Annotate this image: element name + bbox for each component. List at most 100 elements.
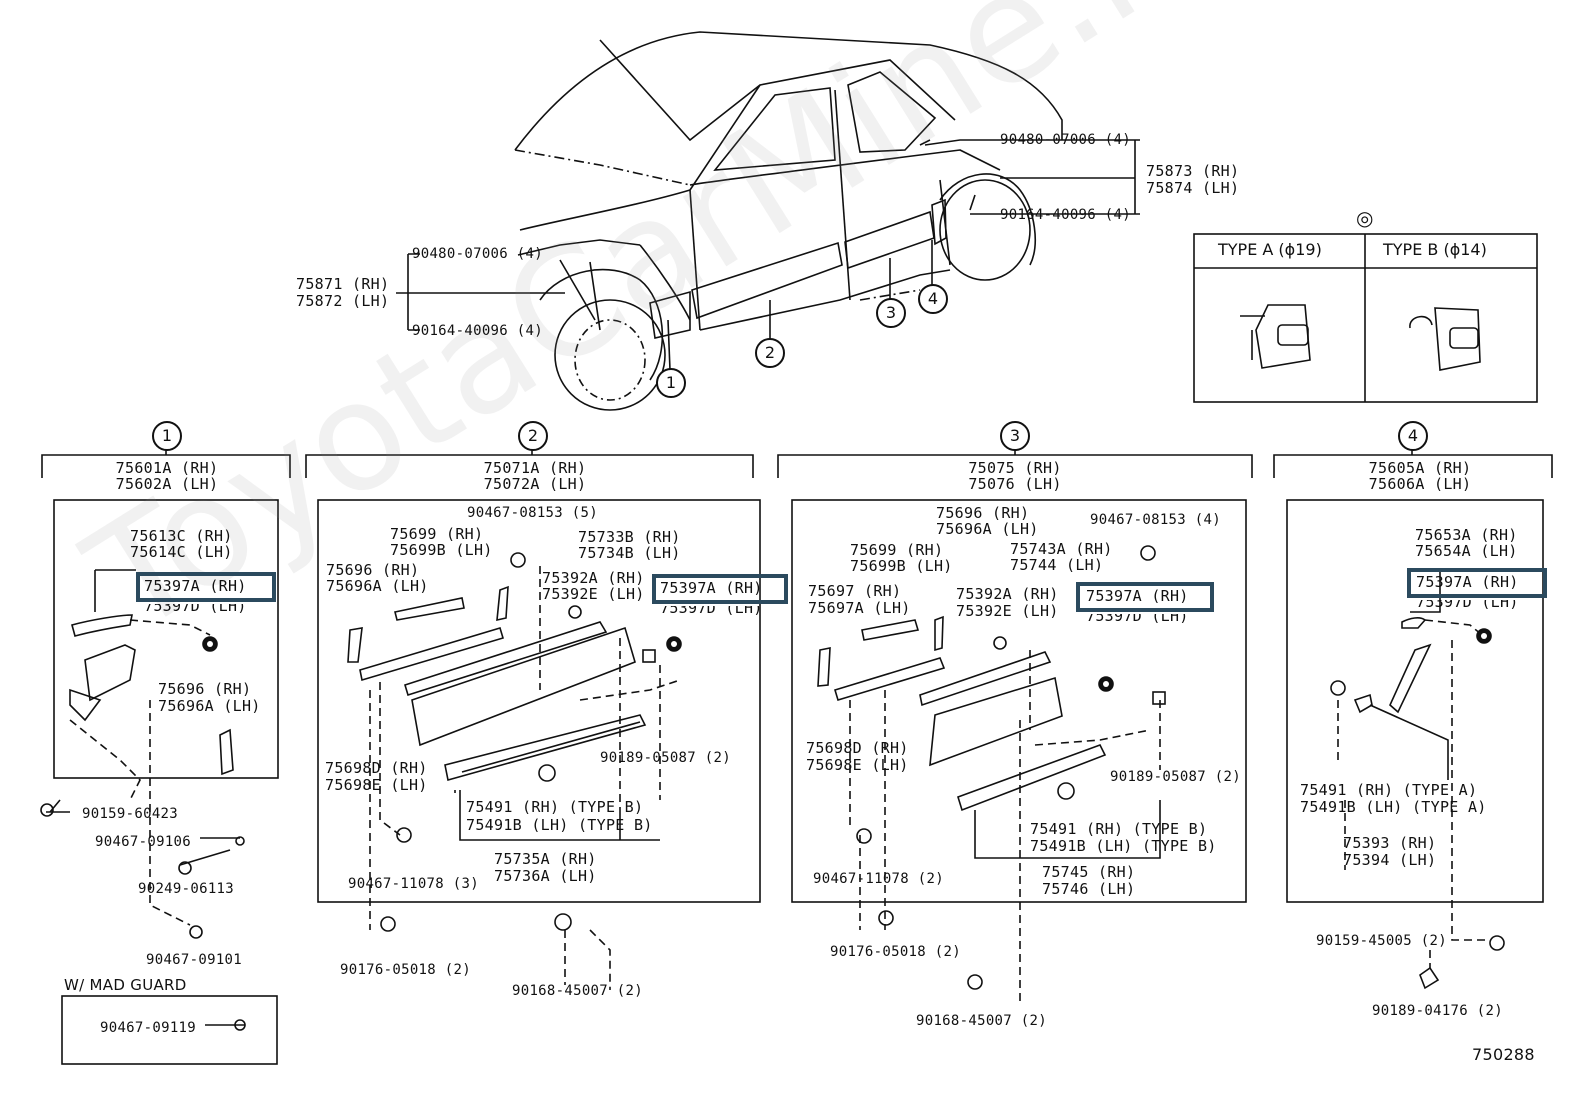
section1-clip-rh: 75397A (RH) bbox=[144, 577, 247, 595]
section1-highlight-box bbox=[136, 572, 276, 602]
section1-clip2: 90467-09101 bbox=[146, 952, 243, 968]
section1-panel bbox=[53, 499, 279, 779]
section3-clip-90189: 90189-05087 (2) bbox=[1110, 769, 1241, 785]
clip-marker-icon: ◎ bbox=[1356, 206, 1374, 230]
section4-clip-rh: 75397A (RH) bbox=[1416, 573, 1519, 591]
section3-75745-rh: 75745 (RH) bbox=[1042, 863, 1136, 881]
mad-guard-title: W/ MAD GUARD bbox=[64, 976, 187, 994]
section4-assembly-rh: 75605A (RH) bbox=[1368, 459, 1472, 477]
section2-75696-rh: 75696 (RH) bbox=[326, 561, 420, 579]
section-brackets bbox=[41, 445, 1553, 478]
section3-panel bbox=[791, 499, 1247, 903]
section2-75491-lh: 75491B (LH) (TYPE B) bbox=[466, 816, 653, 834]
section3-assembly-rh: 75075 (RH) bbox=[968, 459, 1062, 477]
section1-pad-rh: 75696 (RH) bbox=[158, 680, 252, 698]
section3-highlight-box bbox=[1076, 582, 1214, 612]
section3-screw-right: 90168-45007 (2) bbox=[916, 1013, 1047, 1029]
section1-screw1: 90249-06113 bbox=[138, 881, 235, 897]
section3-75699-lh: 75699B (LH) bbox=[850, 557, 953, 575]
section2-screw-left: 90176-05018 (2) bbox=[340, 962, 471, 978]
section2-screw-right: 90168-45007 (2) bbox=[512, 983, 643, 999]
section1-pad-lh: 75696A (LH) bbox=[158, 697, 261, 715]
section2-75735-rh: 75735A (RH) bbox=[494, 850, 597, 868]
section2-highlight-box bbox=[652, 574, 788, 604]
front-arch-part-lh: 75872 (LH) bbox=[296, 292, 390, 310]
section2-parts bbox=[347, 552, 682, 990]
section4-75491-rh: 75491 (RH) (TYPE A) bbox=[1300, 781, 1478, 799]
mad-guard-panel bbox=[61, 995, 278, 1065]
section3-75392-rh: 75392A (RH) bbox=[956, 585, 1059, 603]
clip-type-table bbox=[1193, 233, 1538, 403]
section4-screw1: 90159-45005 (2) bbox=[1316, 933, 1447, 949]
section4-callout: 4 bbox=[1398, 421, 1428, 451]
section3-clip-top: 90467-08153 (4) bbox=[1090, 512, 1221, 528]
section4-highlight-box bbox=[1407, 568, 1547, 598]
type-b-header: TYPE B (ϕ14) bbox=[1383, 240, 1487, 259]
section4-moulding-lh: 75654A (LH) bbox=[1415, 542, 1518, 560]
section2-75735-lh: 75736A (LH) bbox=[494, 867, 597, 885]
overview-callout-1: 1 bbox=[656, 368, 686, 398]
section1-clip-lh: 75397D (LH) bbox=[144, 597, 247, 615]
front-arch-part-rh: 75871 (RH) bbox=[296, 275, 390, 293]
rear-arch-part-rh: 75873 (RH) bbox=[1146, 162, 1240, 180]
front-arch-clip-label: 90480-07006 (4) bbox=[412, 246, 543, 262]
front-arch-screw-label: 90164-40096 (4) bbox=[412, 323, 543, 339]
overview-callout-3: 3 bbox=[876, 298, 906, 328]
section2-clip-bottom: 90467-11078 (3) bbox=[348, 876, 479, 892]
section2-clip-top: 90467-08153 (5) bbox=[467, 505, 598, 521]
section4-panel bbox=[1286, 499, 1544, 903]
section4-assembly-lh: 75606A (LH) bbox=[1368, 475, 1472, 493]
section3-clip-bottom: 90467-11078 (2) bbox=[813, 871, 944, 887]
section2-panel bbox=[317, 499, 761, 903]
section1-assembly-rh: 75601A (RH) bbox=[115, 459, 219, 477]
overview-callout-4: 4 bbox=[918, 284, 948, 314]
section3-screw-left: 90176-05018 (2) bbox=[830, 944, 961, 960]
section2-75699-lh: 75699B (LH) bbox=[390, 541, 493, 559]
section3-75697-lh: 75697A (LH) bbox=[808, 599, 911, 617]
section2-75699-rh: 75699 (RH) bbox=[390, 525, 484, 543]
rear-arch-screw-label: 90164-40096 (4) bbox=[1000, 207, 1131, 223]
section3-75696-rh: 75696 (RH) bbox=[936, 504, 1030, 522]
section1-bolt1: 90159-60423 bbox=[82, 806, 179, 822]
section4-75393-rh: 75393 (RH) bbox=[1343, 834, 1437, 852]
figure-number: 750288 bbox=[1472, 1045, 1535, 1064]
section3-75491-rh: 75491 (RH) (TYPE B) bbox=[1030, 820, 1208, 838]
section2-assembly-rh: 75071A (RH) bbox=[483, 459, 587, 477]
section4-clip-lh: 75397D (LH) bbox=[1416, 593, 1519, 611]
section2-clip-90189: 90189-05087 (2) bbox=[600, 750, 731, 766]
section2-clip-rh: 75397A (RH) bbox=[660, 579, 763, 597]
section4-parts bbox=[1330, 570, 1505, 990]
section2-75698-rh: 75698D (RH) bbox=[325, 759, 428, 777]
overview-callout-2: 2 bbox=[755, 338, 785, 368]
overview-leaders bbox=[396, 139, 1140, 331]
section2-callout: 2 bbox=[518, 421, 548, 451]
mad-guard-part: 90467-09119 bbox=[100, 1020, 197, 1036]
type-a-header: TYPE A (ϕ19) bbox=[1218, 240, 1322, 259]
section1-moulding-lh: 75614C (LH) bbox=[130, 543, 233, 561]
section1-assembly-lh: 75602A (LH) bbox=[115, 475, 219, 493]
section1-clip1: 90467-09106 bbox=[95, 834, 192, 850]
rear-arch-clip-label: 90480-07006 (4) bbox=[1000, 132, 1131, 148]
section4-75491-lh: 75491B (LH) (TYPE A) bbox=[1300, 798, 1487, 816]
section2-75392-lh: 75392E (LH) bbox=[542, 585, 645, 603]
section3-parts bbox=[817, 545, 1166, 1005]
section3-clip-lh: 75397D (LH) bbox=[1086, 607, 1189, 625]
section2-75698-lh: 75698E (LH) bbox=[325, 776, 428, 794]
car-illustration bbox=[514, 31, 1063, 411]
section2-assembly-lh: 75072A (LH) bbox=[483, 475, 587, 493]
section3-75745-lh: 75746 (LH) bbox=[1042, 880, 1136, 898]
section3-75697-rh: 75697 (RH) bbox=[808, 582, 902, 600]
section1-callout: 1 bbox=[152, 421, 182, 451]
section3-75491-lh: 75491B (LH) (TYPE B) bbox=[1030, 837, 1217, 855]
section4-moulding-rh: 75653A (RH) bbox=[1415, 526, 1518, 544]
section2-75491-rh: 75491 (RH) (TYPE B) bbox=[466, 798, 644, 816]
section3-75392-lh: 75392E (LH) bbox=[956, 602, 1059, 620]
section4-75393-lh: 75394 (LH) bbox=[1343, 851, 1437, 869]
section1-parts bbox=[40, 569, 246, 1031]
section3-75698-lh: 75698E (LH) bbox=[806, 756, 909, 774]
rear-arch-part-lh: 75874 (LH) bbox=[1146, 179, 1240, 197]
section2-75733-lh: 75734B (LH) bbox=[578, 544, 681, 562]
section3-75696-lh: 75696A (LH) bbox=[936, 520, 1039, 538]
section2-75392-rh: 75392A (RH) bbox=[542, 569, 645, 587]
